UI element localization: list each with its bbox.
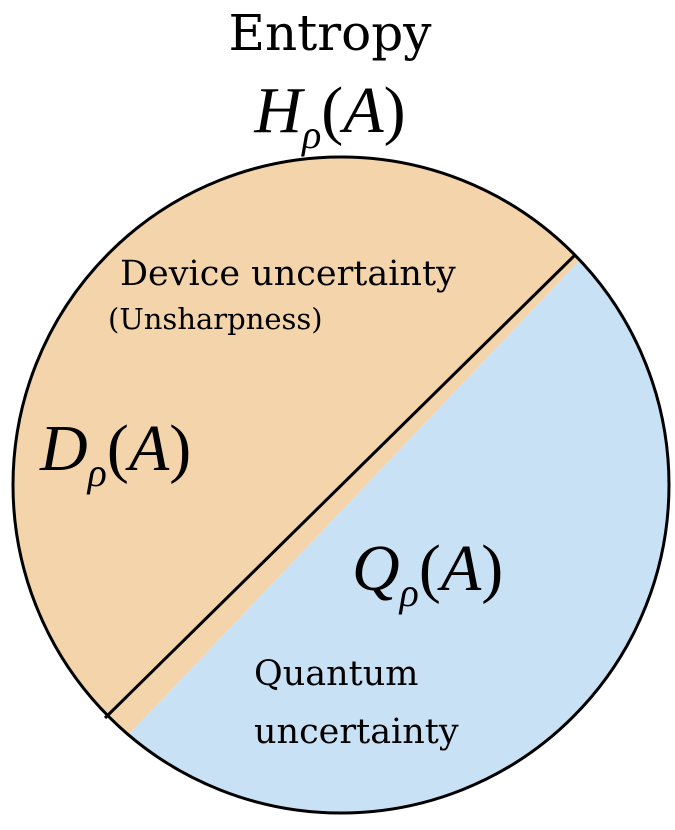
entropy-close-paren: )	[384, 74, 406, 147]
quantum-uncertainty-formula: Qρ(A)	[352, 532, 503, 615]
entropy-symbol: H	[253, 74, 305, 147]
quantum-argument: A	[437, 532, 482, 605]
quantum-open-paren: (	[419, 532, 441, 605]
entropy-circle-outline	[11, 155, 671, 815]
diagram-title: Entropy	[228, 4, 432, 62]
quantum-uncertainty-label: uncertainty	[254, 712, 459, 752]
quantum-uncertainty-region	[13, 160, 669, 813]
device-open-paren: (	[107, 412, 129, 485]
quantum-close-paren: )	[481, 532, 503, 605]
region-divider-line	[103, 254, 576, 720]
quantum-label: Quantum	[254, 654, 418, 694]
device-argument: A	[125, 412, 170, 485]
entropy-subscript: ρ	[300, 112, 321, 157]
quantum-symbol: Q	[352, 532, 400, 605]
unsharpness-label: (Unsharpness)	[108, 302, 323, 336]
quantum-subscript: ρ	[398, 570, 419, 615]
entropy-argument: A	[339, 74, 384, 147]
device-symbol: D	[39, 412, 88, 485]
entropy-open-paren: (	[321, 74, 343, 147]
device-subscript: ρ	[86, 450, 107, 495]
device-close-paren: )	[169, 412, 191, 485]
device-uncertainty-label: Device uncertainty	[120, 254, 456, 294]
entropy-formula: Hρ(A)	[253, 74, 405, 157]
device-uncertainty-formula: Dρ(A)	[39, 412, 191, 495]
